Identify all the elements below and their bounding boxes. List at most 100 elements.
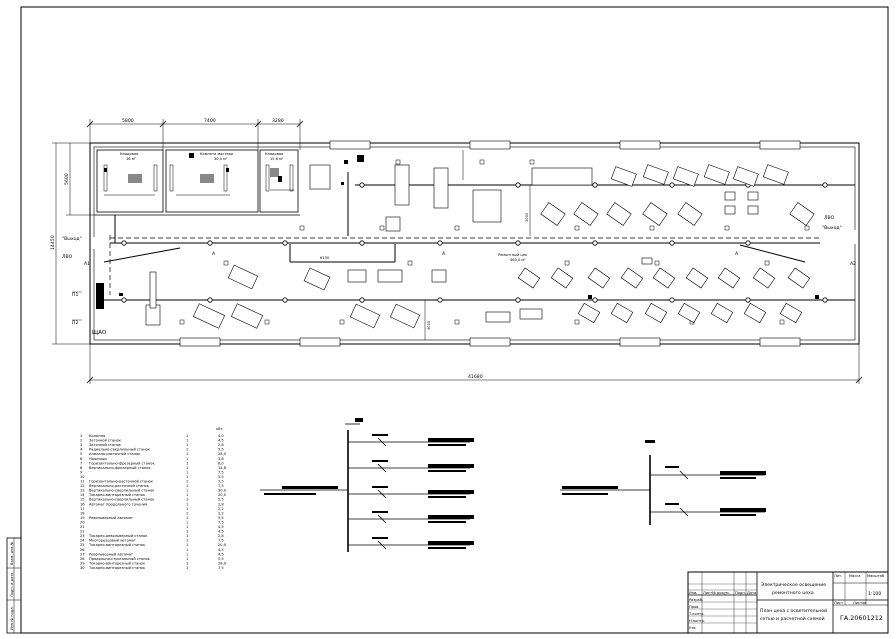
legend-power: 5,5 xyxy=(218,475,224,479)
legend-power: 5,5 xyxy=(218,557,224,561)
repair-area: 460,0 м² xyxy=(510,258,526,262)
legend-qty-mark: 1 xyxy=(186,552,188,556)
windows-top xyxy=(329,140,801,150)
tb-scale-label: Масштаб xyxy=(867,574,885,578)
legend-qty-mark: 1 xyxy=(186,489,188,493)
project-title-1: Электрическое освещение xyxy=(761,582,826,588)
tb-col-1: Лист xyxy=(703,591,712,595)
tb-mass: Масса xyxy=(849,574,860,578)
legend-power: 4,5 xyxy=(218,439,224,443)
room-storage-2 xyxy=(259,149,299,213)
tb-row-0: Разраб. xyxy=(689,598,703,602)
tb-lit: Лит. xyxy=(834,574,842,578)
legend-num: 5 xyxy=(80,452,82,456)
exit-right-label: "Выход" xyxy=(822,225,842,231)
legend-qty-mark: 1 xyxy=(186,434,188,438)
legend-name: Револьверный автомат xyxy=(89,552,133,556)
legend-power: 4,5 xyxy=(218,525,224,529)
a2-label: А2 xyxy=(850,261,856,267)
tb-scale: 1:100 xyxy=(868,591,881,597)
dim-left-height: 5600 xyxy=(64,173,70,185)
legend-power: 4,5 xyxy=(218,552,224,556)
legend-qty-mark: 1 xyxy=(186,520,188,524)
repair-name: Ремонтный цех xyxy=(498,253,528,257)
legend-num: 20 xyxy=(80,520,85,524)
legend-qty-mark: 1 xyxy=(186,534,188,538)
legend-name: Токарно-винторезный станок xyxy=(88,561,146,565)
legend-qty-mark: 1 xyxy=(186,530,188,534)
legend-name: Колонна xyxy=(89,434,105,438)
legend-power: 7,5 xyxy=(218,480,224,484)
legend-power: 2,2 xyxy=(218,507,224,511)
sheet-frame xyxy=(20,6,889,634)
legend-num: 22 xyxy=(80,530,85,534)
legend-name: Вертикально-фрезерный станок xyxy=(89,466,151,470)
legend-num: 15 xyxy=(80,498,85,502)
legend-power: 20,0 xyxy=(218,493,227,497)
legend-num: 3 xyxy=(80,443,82,447)
scheme-main xyxy=(260,418,474,552)
legend-power: 7,5 xyxy=(218,566,224,570)
legend-num: 14 xyxy=(80,493,85,497)
legend-power: 4,5 xyxy=(218,530,224,534)
legend-name: Револьверный автомат xyxy=(89,516,133,520)
legend-name: Токарно-винторезный станок xyxy=(88,493,146,497)
dim-top-1: 5800 xyxy=(122,118,134,124)
legend-num: 7 xyxy=(80,461,82,465)
p2-label: П2 xyxy=(72,320,78,326)
legend-name: Токарно-винторезный станок xyxy=(88,566,146,570)
stamp-label-1: Инв.№ подл. xyxy=(10,606,14,630)
legend-num: 1 xyxy=(80,434,82,438)
legend-qty-mark: 1 xyxy=(186,557,188,561)
legend-kw-header: кВт xyxy=(216,427,223,431)
legend-num: 26 xyxy=(80,548,85,552)
legend-qty-mark: 1 xyxy=(186,480,188,484)
legend-power: 2,8 xyxy=(218,534,224,538)
legend-qty-mark: 1 xyxy=(186,539,188,543)
legend-num: 2 xyxy=(80,439,82,443)
legend-power: 4,0 xyxy=(218,434,224,438)
tb-sheet: Лист xyxy=(834,601,843,605)
room-storage-1 xyxy=(96,149,164,213)
legend-num: 24 xyxy=(80,539,85,543)
stamp-label-3: Взам. инв.№ xyxy=(10,541,14,565)
legend-name: Ножницы xyxy=(89,457,107,461)
legend-power: 2,8 xyxy=(218,443,224,447)
tb-col-0: Изм. xyxy=(689,591,697,595)
legend-qty-mark: 1 xyxy=(186,484,188,488)
legend-num: 6 xyxy=(80,457,83,461)
legend-power: 8,0 xyxy=(218,461,224,465)
legend-name: Заточной станок xyxy=(89,439,122,443)
tb-row-3: Н.контр. xyxy=(689,619,705,623)
legend-power: 5,5 xyxy=(218,516,224,520)
legend-num: 9 xyxy=(80,470,83,474)
room1-area: 16 м² xyxy=(126,157,136,161)
document-code: ГА.20601212 xyxy=(840,614,883,622)
legend-name: Вертикально-сверлильный станок xyxy=(89,489,155,493)
shao-label: ЩАО xyxy=(92,330,107,336)
dim-top-2: 7400 xyxy=(204,118,216,124)
legend-num: 19 xyxy=(80,516,85,520)
legend-name: Горизонтально-расточной станок xyxy=(89,480,154,484)
dim-middle-vert: 3000 xyxy=(525,212,529,222)
legend-num: 13 xyxy=(80,489,85,493)
legend-qty-mark: 1 xyxy=(186,525,188,529)
legend-num: 18 xyxy=(80,511,85,515)
a1-label: А1 xyxy=(84,261,90,267)
legend-power: 5,5 xyxy=(218,498,224,502)
legend-qty-mark: 1 xyxy=(186,448,188,452)
legend-qty-mark: 1 xyxy=(186,475,188,479)
dim-top-3: 3280 xyxy=(272,118,284,124)
floor-plan: Кладовая 16 м² Комната мастера 30,0 м² К… xyxy=(62,140,860,347)
legend-name: Автомат продольного точения xyxy=(89,502,147,506)
lamps xyxy=(121,182,828,303)
panel-shao xyxy=(96,283,104,309)
legend-num: 8 xyxy=(80,466,83,470)
room3-area: 15,6 м² xyxy=(270,157,284,161)
legend-num: 27 xyxy=(80,552,85,556)
room3-name: Кладовая xyxy=(265,152,283,156)
stamp-label-2: Подп. и дата xyxy=(10,573,14,597)
legend-qty-mark: 1 xyxy=(186,461,188,465)
legend-qty-mark: 1 xyxy=(186,516,188,520)
